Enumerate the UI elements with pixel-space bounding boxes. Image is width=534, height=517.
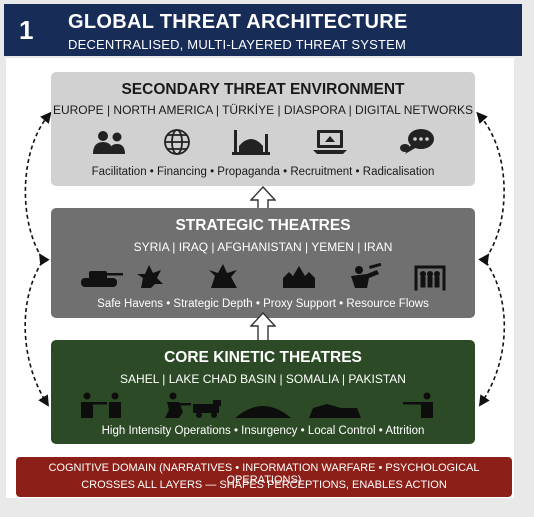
secondary-title: SECONDARY THREAT ENVIRONMENT [121, 81, 405, 98]
soldier-aiming-icon [403, 392, 433, 418]
right-lower-arrow [478, 261, 506, 407]
mosque-icon [232, 130, 270, 155]
explosion-icon [137, 265, 163, 288]
secondary-places: EUROPE | NORTH AMERICA | TÜRKİYE | DIASP… [52, 103, 474, 117]
core-places: SAHEL | LAKE CHAD BASIN | SOMALIA | PAKI… [120, 372, 406, 386]
speech-bubble-icon [400, 129, 434, 154]
strategic-places: SYRIA | IRAQ | AFGHANISTAN | YEMEN | IRA… [133, 240, 393, 254]
hill-icon [235, 406, 291, 418]
banner-line-1: COGNITIVE DOMAIN (NARRATIVES • INFORMATI… [48, 462, 480, 486]
fire-icon [283, 266, 315, 288]
core-kinetic-panel: CORE KINETIC THEATRES SAHEL | LAKE CHAD … [51, 340, 475, 444]
strategic-activities: Safe Havens • Strategic Depth • Proxy Su… [97, 298, 429, 310]
banner-line-2: CROSSES ALL LAYERS — SHAPES PERCEPTIONS,… [81, 479, 447, 491]
blast-icon [209, 264, 237, 288]
strategic-title: STRATEGIC THEATRES [175, 217, 351, 234]
secondary-threat-panel: SECONDARY THREAT ENVIRONMENT EUROPE | NO… [51, 72, 475, 186]
section-number: 1 [19, 15, 34, 45]
vehicle-icon [309, 404, 361, 418]
right-upper-arrow [476, 111, 505, 266]
soldiers-icon [81, 392, 121, 418]
laptop-icon [313, 130, 347, 154]
strategic-theatres-panel: STRATEGIC THEATRES SYRIA | IRAQ | AFGHAN… [51, 208, 475, 318]
core-title: CORE KINETIC THEATRES [164, 349, 362, 366]
globe-icon [164, 129, 190, 155]
group-icon [414, 265, 446, 291]
people-icon [93, 131, 125, 154]
fighter-icon [351, 262, 382, 288]
header-bar: 1 GLOBAL THREAT ARCHITECTURE DECENTRALIS… [4, 4, 522, 56]
soldier-kneeling-icon [165, 392, 191, 418]
secondary-activities: Facilitation • Financing • Propaganda • … [91, 166, 435, 178]
tank-icon [81, 271, 123, 287]
page-title: GLOBAL THREAT ARCHITECTURE [68, 11, 408, 33]
core-activities: High Intensity Operations • Insurgency •… [101, 425, 425, 437]
page-subtitle: DECENTRALISED, MULTI-LAYERED THREAT SYST… [68, 37, 407, 52]
left-lower-arrow [24, 261, 49, 407]
cognitive-domain-banner: COGNITIVE DOMAIN (NARRATIVES • INFORMATI… [16, 457, 512, 497]
truck-icon [193, 400, 221, 418]
left-upper-arrow [24, 111, 52, 266]
